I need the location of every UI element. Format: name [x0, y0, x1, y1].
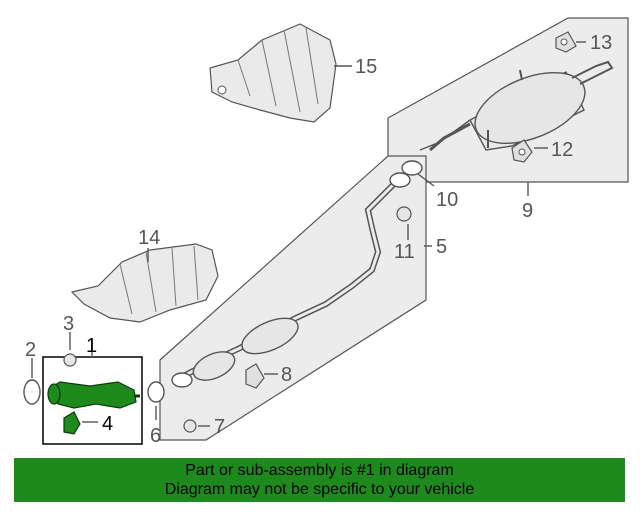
banner-line-2: Diagram may not be specific to your vehi… [164, 481, 475, 498]
info-banner: Part or sub-assembly is #1 in diagram Di… [14, 458, 625, 502]
exhaust-parts-diagram: 13 15 12 10 9 11 5 14 3 2 1 4 6 7 8 [23, 17, 629, 447]
heat-shield-upper-part [209, 23, 337, 123]
callout-6: 6 [150, 425, 161, 447]
leader-lines [31, 41, 586, 427]
callout-11: 11 [394, 241, 415, 263]
callout-2: 2 [25, 339, 36, 361]
hanger-13-hole [560, 38, 568, 46]
part-1-flange [47, 383, 61, 405]
callout-7: 7 [214, 416, 225, 438]
nut-part-7 [183, 419, 197, 433]
callout-3: 3 [63, 313, 74, 335]
callout-1: 1 [86, 335, 97, 357]
gasket-part-6 [147, 381, 165, 403]
hanger-12-hole [518, 148, 526, 156]
muffler-tailpipe [571, 60, 614, 85]
insulator-part-4 [63, 411, 81, 435]
callout-4: 4 [102, 413, 113, 435]
nut-part-3 [63, 353, 77, 367]
nut-part-11 [396, 206, 412, 222]
center-pipe-rear-flange [389, 172, 411, 188]
gasket-part-10 [401, 160, 423, 176]
center-pipe-front-flange [171, 372, 193, 388]
callout-8: 8 [281, 364, 292, 386]
center-pipe-inner [174, 178, 400, 382]
callout-9: 9 [522, 200, 533, 222]
callout-13: 13 [590, 32, 612, 54]
heat-shield-lower-part [70, 243, 219, 323]
hanger-part-8 [245, 363, 265, 389]
callout-5: 5 [436, 236, 447, 258]
muffler-body [474, 72, 586, 144]
heat-shield-upper-ribs [237, 27, 319, 113]
front-pipe-part-1 [49, 381, 137, 409]
callout-12: 12 [551, 139, 573, 161]
heat-shield-upper-hole [217, 85, 227, 95]
callout-14: 14 [138, 227, 160, 249]
muffler-hanger-rod [487, 69, 523, 148]
muffler-inlet-pipe [429, 122, 471, 152]
gasket-part-2 [23, 379, 41, 405]
callout-15: 15 [355, 56, 377, 78]
center-pipe-resonator [241, 317, 299, 355]
heat-shield-lower-ribs [119, 245, 199, 315]
callout-10: 10 [436, 189, 458, 211]
center-pipe-converter [192, 351, 236, 381]
banner-line-1: Part or sub-assembly is #1 in diagram [185, 462, 454, 479]
